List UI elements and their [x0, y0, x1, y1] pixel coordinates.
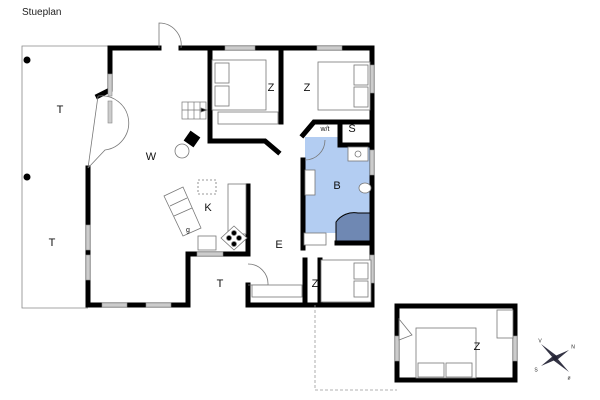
wood-stove — [174, 130, 201, 159]
svg-text:S: S — [534, 367, 538, 373]
room-label: T — [217, 278, 224, 290]
bath-fixtures — [304, 146, 372, 196]
beds — [211, 59, 514, 379]
room-label: K — [204, 202, 212, 214]
room-label: Z — [268, 82, 275, 94]
room-label: Z — [304, 82, 311, 94]
windows — [85, 45, 518, 362]
annex-outline — [314, 305, 397, 391]
room-label: Z — [474, 341, 481, 353]
plan-title: Stueplan — [22, 7, 62, 18]
kitchen-counters — [163, 179, 248, 251]
room-label: Z — [312, 278, 319, 290]
stairs — [181, 101, 209, 120]
room-label: W — [146, 151, 157, 163]
room-label: B — [333, 180, 340, 192]
room-label: T — [49, 237, 56, 249]
svg-text:ø: ø — [567, 375, 570, 381]
compass-rose-icon: V N S ø — [534, 338, 575, 381]
svg-text:V: V — [538, 338, 542, 344]
room-label: E — [275, 239, 282, 251]
svg-text:N: N — [571, 344, 575, 350]
appliance-label: g — [186, 227, 190, 234]
room-label: S — [348, 123, 355, 135]
room-label: T — [57, 104, 64, 116]
bathroom-area — [305, 137, 373, 244]
terrace-outline — [21, 45, 108, 309]
doors — [87, 22, 413, 341]
room-label: w/t — [320, 126, 330, 133]
